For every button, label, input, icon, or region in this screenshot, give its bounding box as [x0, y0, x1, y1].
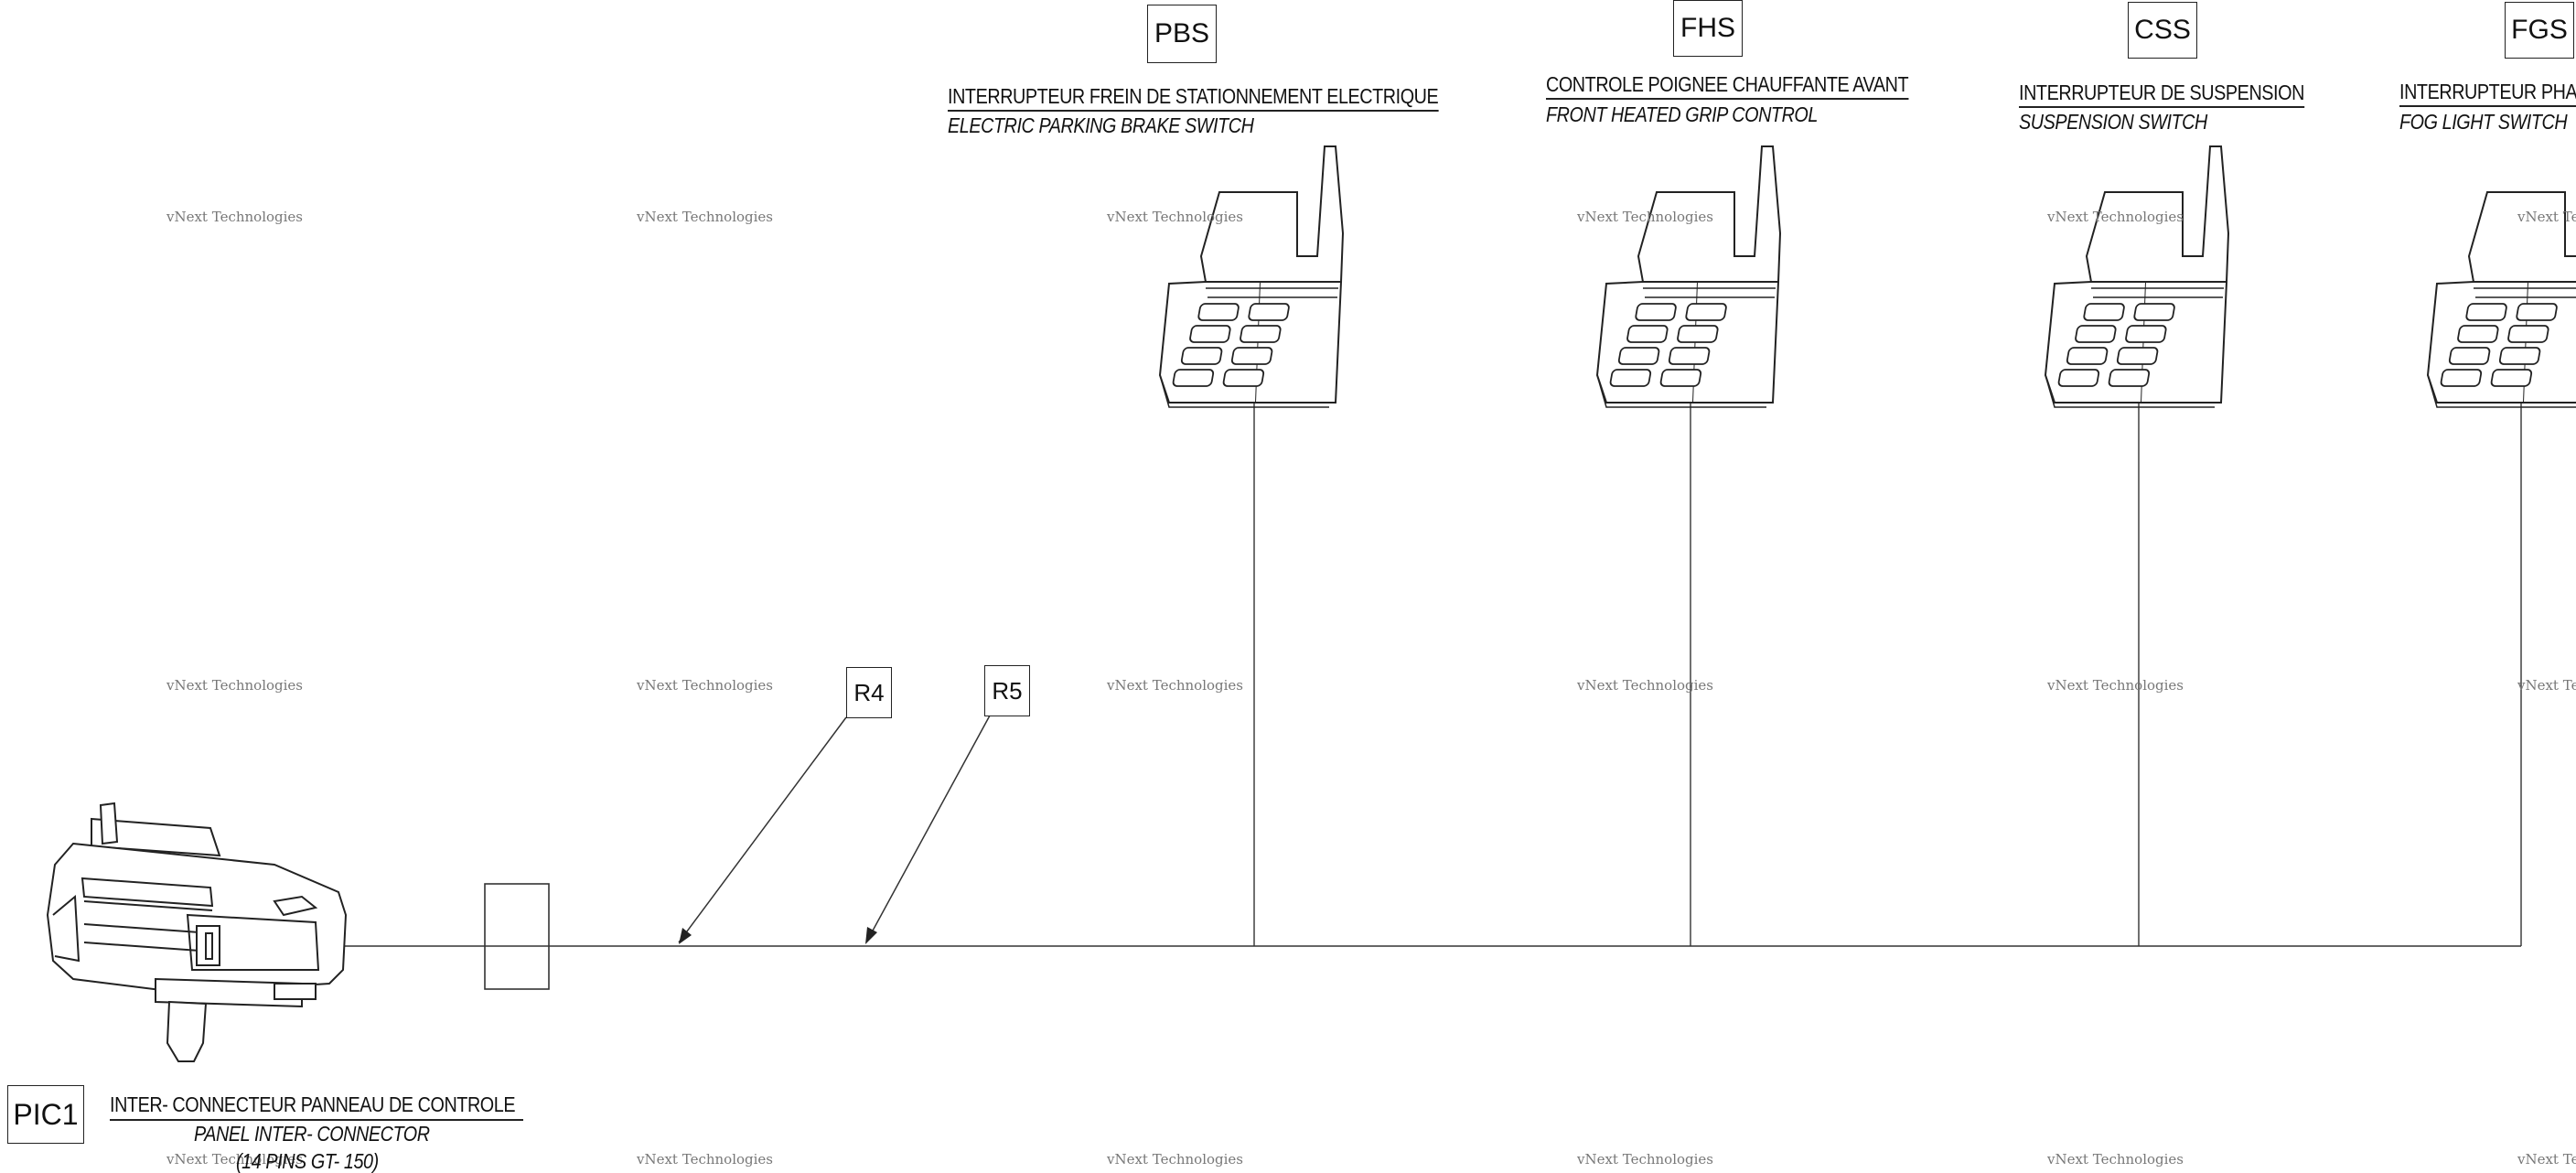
- pic1-label-pins: (14 PINS GT- 150): [236, 1149, 379, 1173]
- splice-box: [484, 883, 550, 990]
- css-label-fr: INTERRUPTEUR DE SUSPENSION: [2019, 82, 2304, 108]
- pbs-label-fr: INTERRUPTEUR FREIN DE STATIONNEMENT ELEC…: [948, 86, 1439, 112]
- ref-tag-r5: R5: [984, 665, 1030, 716]
- fgs-switch-drawing: [2427, 145, 2576, 408]
- fhs-switch-drawing: [1596, 145, 1781, 408]
- fhs-label-en: FRONT HEATED GRIP CONTROL: [1546, 102, 1818, 126]
- pic1-connector-drawing: [46, 802, 348, 1062]
- pic1-label-fr: INTER- CONNECTEUR PANNEAU DE CONTROLE: [110, 1092, 516, 1116]
- pbs-label-en: ELECTRIC PARKING BRAKE SWITCH: [948, 113, 1254, 137]
- connector-tag-css: CSS: [2128, 2, 2197, 59]
- fgs-label-fr: INTERRUPTEUR PHA: [2399, 81, 2576, 107]
- css-label-en: SUSPENSION SWITCH: [2019, 110, 2207, 134]
- pic1-label-en: PANEL INTER- CONNECTOR: [194, 1122, 430, 1146]
- connector-tag-fhs: FHS: [1673, 0, 1743, 57]
- pbs-switch-drawing: [1159, 145, 1344, 408]
- fhs-label-fr: CONTROLE POIGNEE CHAUFFANTE AVANT: [1546, 74, 1909, 100]
- css-switch-drawing: [2045, 145, 2229, 408]
- fgs-label-en: FOG LIGHT SWITCH: [2399, 110, 2568, 134]
- connector-tag-pbs: PBS: [1147, 5, 1217, 63]
- connector-tag-fgs: FGS: [2505, 2, 2574, 59]
- ref-tag-r4: R4: [846, 667, 892, 718]
- connector-tag-pic1: PIC1: [7, 1085, 84, 1144]
